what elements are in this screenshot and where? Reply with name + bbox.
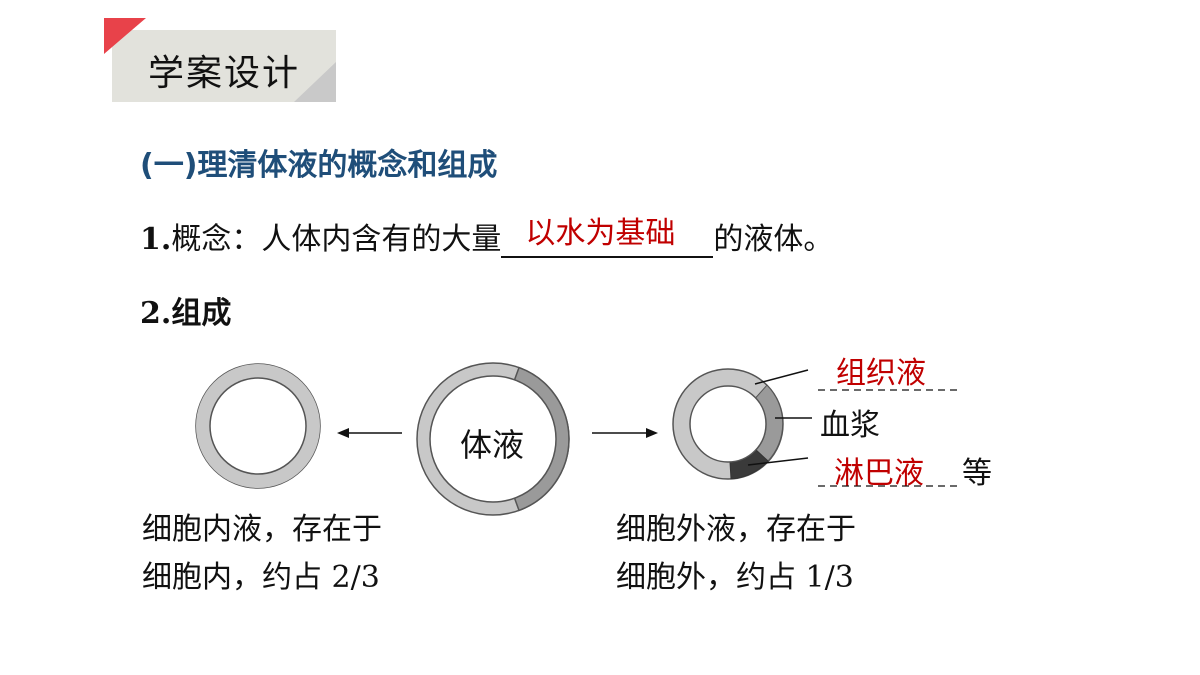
lymph-answer: 淋巴液	[834, 456, 924, 491]
concept-text-after: 的液体。	[713, 222, 834, 257]
intracellular-caption-line1: 细胞内液，存在于	[142, 512, 382, 547]
red-corner-icon	[104, 18, 146, 54]
gray-corner-icon	[294, 62, 336, 102]
concept-line: 1.概念：人体内含有的大量以水为基础 的液体。	[140, 214, 833, 258]
composition-heading: 2.组成	[140, 296, 232, 331]
body-fluid-inner	[429, 375, 557, 503]
intracellular-ring	[196, 364, 320, 488]
intracellular-ring-outline-inner	[209, 377, 307, 475]
right-arrow-head-icon	[646, 428, 658, 438]
concept-answer: 以水为基础	[525, 216, 676, 251]
lymph-leader	[747, 457, 809, 466]
left-arrow-head-icon	[337, 428, 349, 438]
header-tab-background	[112, 30, 336, 102]
tissue-fluid-leader	[754, 369, 809, 385]
concept-text-before: 概念：人体内含有的大量	[171, 222, 502, 257]
concept-number: 1.	[140, 222, 172, 257]
extracellular-caption-line1: 细胞外液，存在于	[616, 512, 856, 547]
section-heading: (一)理清体液的概念和组成	[140, 148, 498, 183]
intracellular-caption-line2: 细胞内，约占 2/3	[142, 560, 380, 595]
extracellular-inner	[689, 385, 767, 463]
header-title: 学案设计	[148, 53, 301, 94]
etc-label: 等	[962, 456, 992, 491]
concept-blank: 以水为基础	[501, 216, 714, 258]
plasma-label: 血浆	[820, 408, 880, 443]
extracellular-caption-line2: 细胞外，约占 1/3	[616, 560, 854, 595]
tissue-fluid-answer: 组织液	[836, 356, 926, 391]
header-tab-decoration	[104, 18, 336, 102]
header-tab: 学案设计	[104, 18, 340, 102]
body-fluid-label: 体液	[460, 426, 525, 464]
